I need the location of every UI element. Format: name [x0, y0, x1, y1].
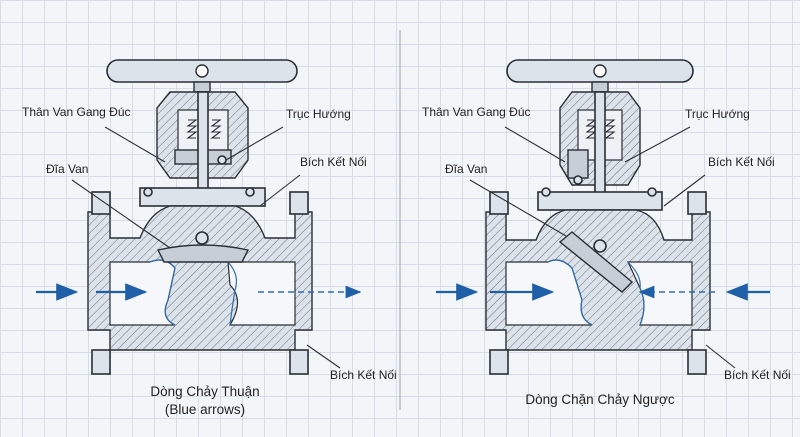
right-label-flange-top: Bích Kết Nối: [708, 155, 775, 169]
left-label-disc: Đĩa Van: [46, 162, 89, 176]
right-valve: [436, 59, 770, 375]
left-label-flange-bottom: Bích Kết Nối: [330, 368, 397, 382]
left-body: [87, 191, 313, 375]
right-label-flange-bottom: Bích Kết Nối: [724, 368, 791, 382]
right-disc: [558, 231, 634, 293]
right-body: [485, 191, 711, 375]
right-label-body: Thân Van Gang Đúc: [422, 105, 531, 119]
left-label-body: Thân Van Gang Đúc: [22, 105, 131, 119]
right-label-stem: Trục Hướng: [685, 107, 750, 121]
right-caption: Dòng Chặn Chảy Ngược: [525, 392, 675, 407]
right-bonnet: [537, 91, 663, 243]
right-handwheel: [506, 59, 694, 93]
left-label-flange-top: Bích Kết Nối: [300, 155, 367, 169]
left-handwheel: [106, 59, 298, 93]
left-leaders: [71, 126, 341, 369]
right-leaders: [469, 126, 736, 369]
left-caption: Dòng Chảy Thuận (Blue arrows): [130, 383, 280, 419]
left-valve: [36, 59, 362, 375]
left-caption-line1: Dòng Chảy Thuận: [150, 384, 260, 399]
left-caption-line2: (Blue arrows): [164, 402, 246, 417]
left-disc: [156, 231, 250, 263]
left-label-stem: Trục Hướng: [286, 107, 351, 121]
right-label-disc: Đĩa Van: [445, 162, 488, 176]
